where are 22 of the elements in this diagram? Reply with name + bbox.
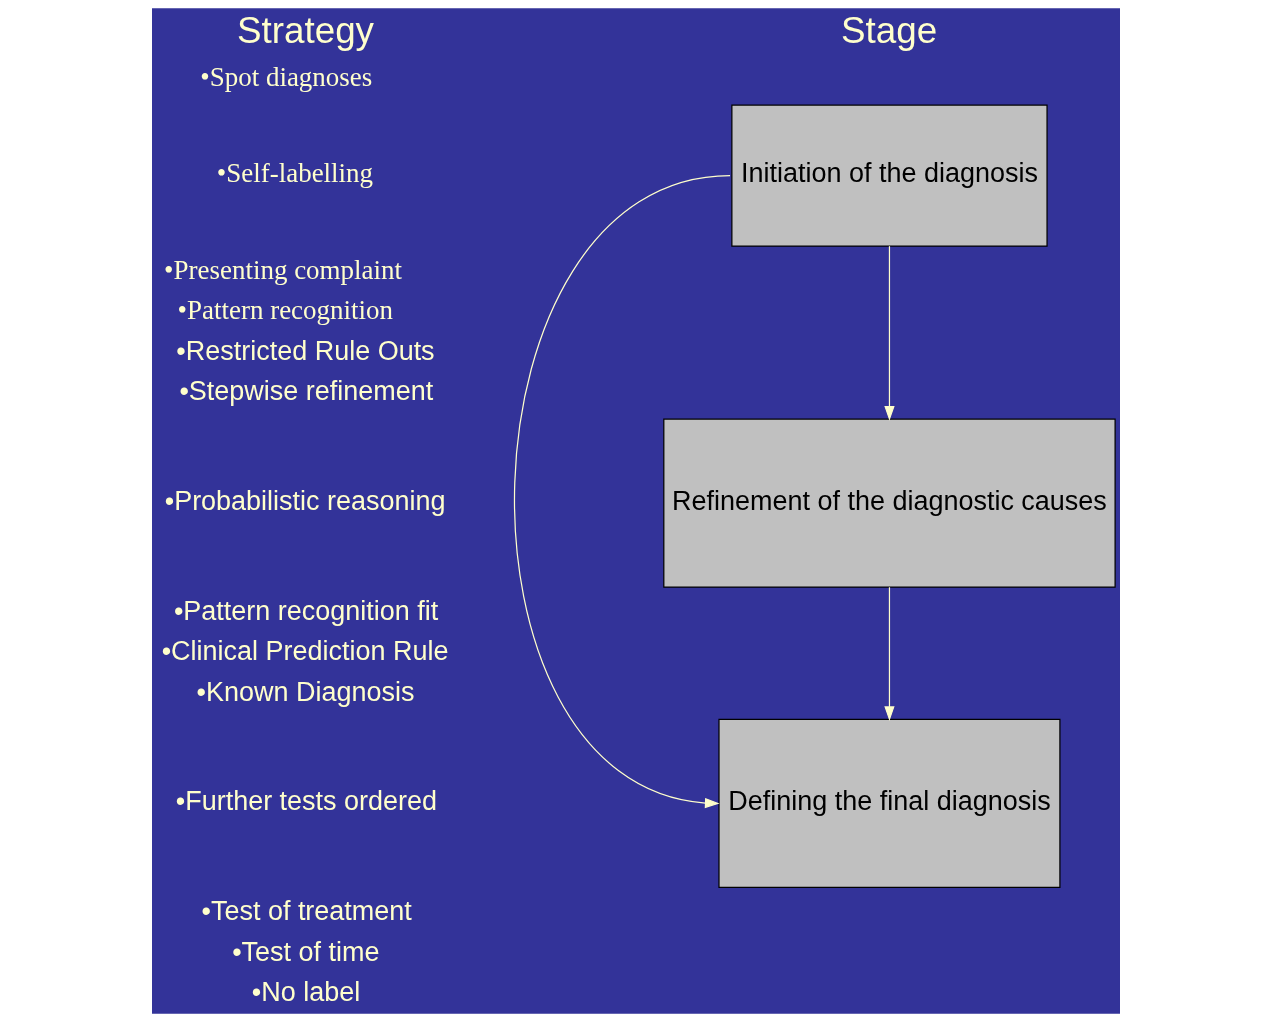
arrow xyxy=(884,245,895,421)
label: •No label xyxy=(251,977,361,1008)
node-box: Initiation of the diagnosis xyxy=(731,104,1048,247)
label: •Test of treatment xyxy=(201,896,412,927)
label: •Spot diagnoses xyxy=(200,62,373,93)
label: •Presenting complaint xyxy=(164,254,402,285)
label: •Known Diagnosis xyxy=(196,676,415,707)
arrow xyxy=(884,586,895,722)
label: •Probabilistic reasoning xyxy=(164,485,446,516)
label: •Pattern recognition xyxy=(177,295,393,326)
arrow xyxy=(514,175,731,809)
label: Strategy xyxy=(237,9,374,51)
label: •Self-labelling xyxy=(216,158,374,189)
node-box: Refinement of the diagnostic causes xyxy=(663,418,1116,588)
label: Stage xyxy=(841,9,938,51)
label: •Further tests ordered xyxy=(175,786,438,817)
label: •Test of time xyxy=(232,936,380,967)
label: •Pattern recognition fit xyxy=(173,595,439,626)
label: •Stepwise refinement xyxy=(179,376,434,407)
node-box: Defining the final diagnosis xyxy=(718,718,1061,889)
label: •Clinical Prediction Rule xyxy=(161,636,449,667)
label: •Restricted Rule Outs xyxy=(176,335,435,366)
